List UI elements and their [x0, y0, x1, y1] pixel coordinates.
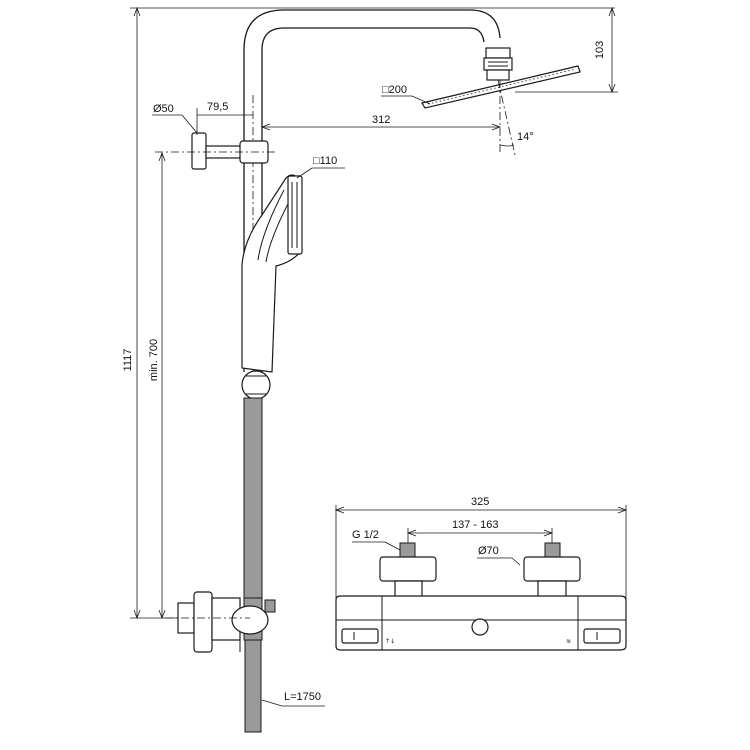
wall-bracket-top: [155, 132, 275, 170]
wall-offset-label: 79,5: [207, 101, 228, 113]
hose-length-label: L=1750: [284, 691, 321, 703]
riser-pipe: [243, 9, 501, 690]
thread-callout: G 1/2: [352, 529, 401, 551]
centres-dimension: 137 - 163: [406, 519, 554, 545]
reach-dimension: 312: [260, 114, 502, 131]
min-height-label: min. 700: [148, 339, 160, 381]
mixer-width-label: 325: [471, 496, 489, 508]
cover-diameter-label: Ø70: [478, 545, 499, 557]
cover-diameter-callout: Ø70: [477, 545, 521, 566]
svg-text:↑↓: ↑↓: [385, 638, 395, 645]
total-height-label: 1117: [122, 349, 134, 372]
bracket-dimensions: Ø50 79,5: [152, 101, 253, 135]
mixer-325-dimension: 325: [334, 496, 628, 600]
svg-text:≋: ≋: [566, 638, 571, 645]
reach-label: 312: [372, 114, 390, 126]
diverter-unit: [165, 591, 269, 653]
thermostatic-mixer: ↑↓ ≋: [335, 542, 627, 651]
tilt-label: 14°: [517, 131, 534, 143]
head-size-callout: □200: [381, 84, 431, 105]
hose-length-callout: L=1750: [261, 691, 325, 707]
centres-label: 137 - 163: [452, 519, 498, 531]
total-height-dimension: 1117: [122, 6, 615, 620]
head-size-label: □200: [382, 84, 407, 96]
hand-size-callout: □110: [296, 155, 345, 179]
overhead-shower-head: [421, 47, 581, 156]
min-height-dimension: min. 700: [148, 151, 166, 620]
hand-size-label: □110: [313, 155, 337, 167]
head-drop-label: 103: [594, 41, 606, 59]
hand-shower: [241, 174, 303, 373]
shower-hose: [243, 397, 276, 733]
slider-holder: [241, 370, 271, 400]
wall-diameter-label: Ø50: [153, 103, 174, 115]
head-drop-dimension: 103: [515, 6, 618, 94]
thread-label: G 1/2: [352, 529, 379, 541]
